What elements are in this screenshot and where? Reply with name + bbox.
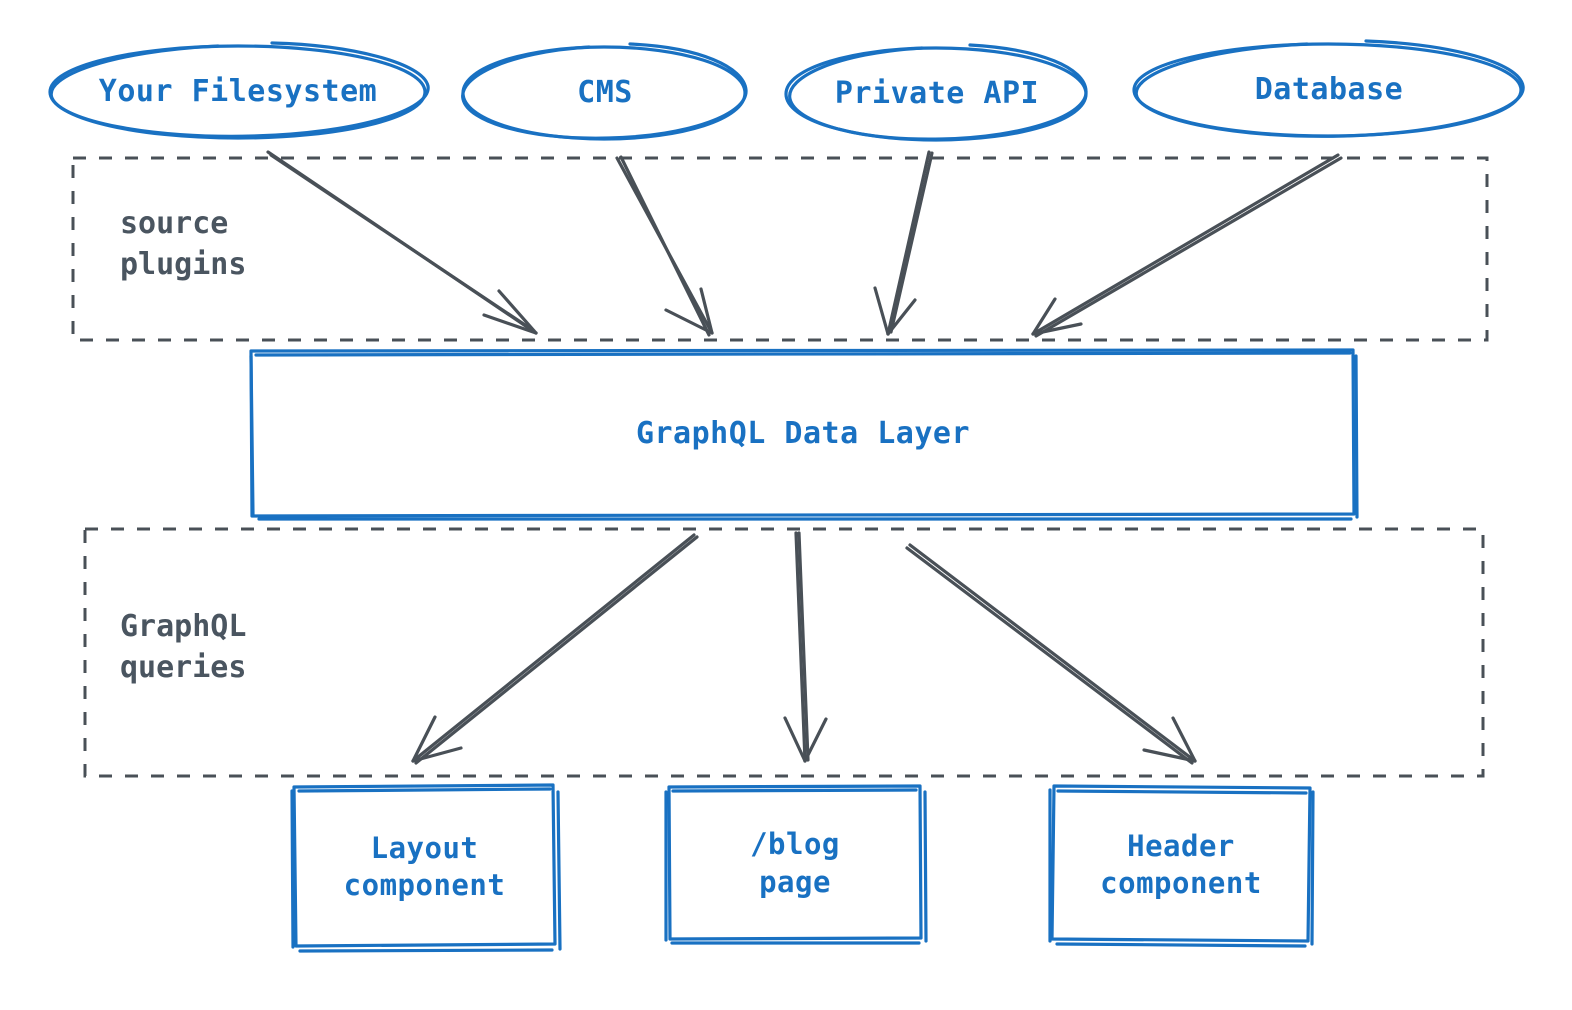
consumer-node-header-component-label: Header component xyxy=(1100,828,1262,900)
source-node-filesystem-label: Your Filesystem xyxy=(98,73,378,109)
group-source-plugins xyxy=(73,158,1487,340)
consumer-node-blog-page-label: /blog page xyxy=(750,827,840,899)
group-graphql-queries xyxy=(85,529,1483,776)
source-node-database-label: Database xyxy=(1254,71,1404,107)
consumer-node-layout-component-label: Layout component xyxy=(343,830,506,902)
group-graphql-queries-label: GraphQL queries xyxy=(120,609,247,685)
group-source-plugins-label: source plugins xyxy=(120,206,247,282)
source-node-private-api-label: Private API xyxy=(834,75,1040,111)
source-node-cms-label: CMS xyxy=(577,74,633,110)
graphql-data-layer-label: GraphQL Data Layer xyxy=(635,415,971,451)
